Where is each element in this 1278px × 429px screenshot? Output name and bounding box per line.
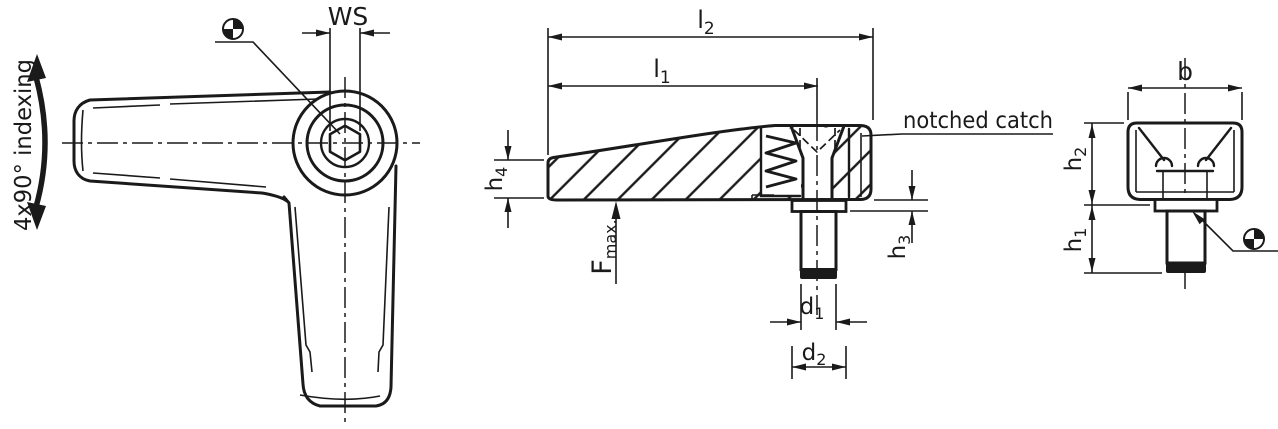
hex-socket (328, 124, 362, 162)
d1-label: d1 (800, 294, 825, 323)
notched-catch-callout: notched catch (861, 108, 1053, 137)
indexing-spring (759, 126, 802, 198)
screw-bore (789, 124, 846, 201)
h2-dimension: h2 (1061, 122, 1162, 274)
b-dimension: b (1127, 57, 1243, 120)
d1-dimension: d1 (770, 284, 867, 330)
h4-label: h4 (482, 167, 511, 192)
f-max-force-arrow: Fmax. (587, 201, 621, 284)
right-view-end: b h2 h1 (1061, 57, 1278, 290)
hub-boss-circles (291, 89, 399, 197)
l2-dimension: l2 (547, 6, 874, 155)
notched-catch-detail (751, 127, 862, 200)
h1-dimension: h1 (1061, 205, 1096, 273)
rotation-double-arrow-icon (27, 54, 48, 230)
notched-catch-label: notched catch (903, 108, 1053, 134)
indexing-label: 4x90° indexing (11, 59, 37, 231)
l1-dimension: l1 (548, 55, 818, 90)
d2-dimension: d2 (791, 340, 847, 379)
ws-label: WS (328, 2, 369, 31)
center-of-mass-icon (215, 18, 341, 135)
ws-dimension: WS (302, 2, 390, 131)
lever-handle-outline (72, 90, 398, 408)
h3-dimension: h3 (850, 170, 928, 259)
l2-label: l2 (697, 6, 715, 39)
h4-dimension: h4 (482, 130, 544, 228)
h2-label: h2 (1061, 147, 1090, 172)
l1-label: l1 (653, 55, 671, 88)
center-of-mass-icon-right (1192, 211, 1278, 252)
end-view-stud (1153, 198, 1219, 273)
left-view-centerlines (62, 77, 420, 427)
h3-label: h3 (885, 235, 914, 260)
end-view-body (1126, 121, 1244, 201)
left-view-top: 4x90° indexing (11, 2, 420, 427)
b-label: b (1177, 57, 1193, 86)
screw-stud-section (790, 199, 848, 279)
h1-label: h1 (1061, 228, 1090, 253)
middle-view-section: l2 l1 h4 Fmax. h3 (482, 6, 1053, 379)
f-max-label: Fmax. (587, 219, 620, 274)
d2-label: d2 (802, 340, 827, 369)
